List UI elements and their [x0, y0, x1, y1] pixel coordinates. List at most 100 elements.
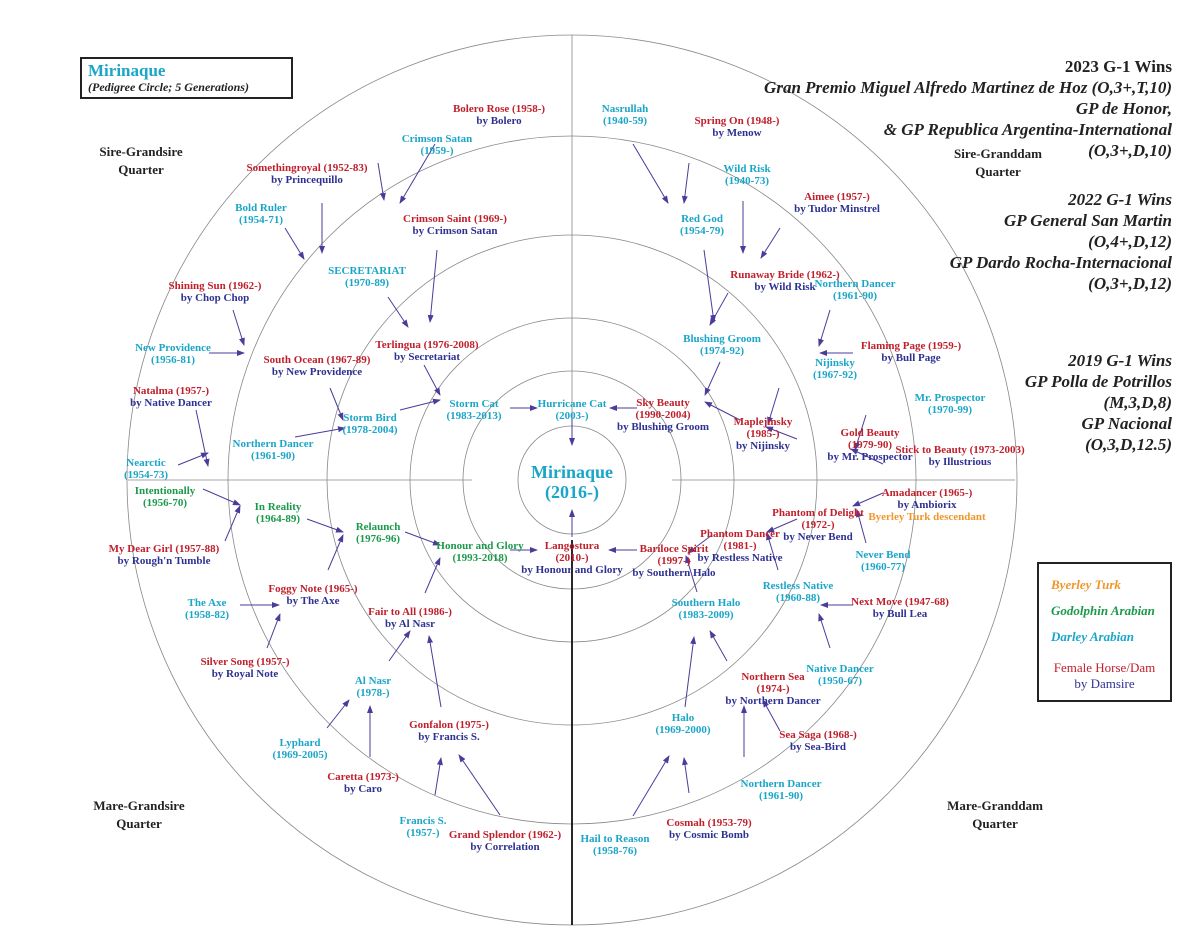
horse-name: Fair to All (1986-) — [368, 606, 452, 618]
horse-years: (1958-76) — [593, 845, 637, 857]
horse-name: Maplejinsky — [733, 416, 793, 428]
lineage-arrow — [388, 630, 411, 662]
lineage-arrow — [224, 505, 241, 542]
horse-name: Stick to Beauty (1973-2003) — [895, 444, 1025, 456]
horse-years: (1967-92) — [813, 369, 857, 381]
horse-name: Hurricane Cat — [537, 398, 607, 410]
horse-name: Native Dancer — [806, 663, 874, 675]
lineage-arrow — [709, 630, 728, 662]
pedigree-horse: Crimson Saint (1969-)by Crimson Satan — [403, 213, 507, 237]
horse-years: (1960-77) — [860, 561, 905, 573]
pedigree-horse: Storm Bird(1978-2004) — [343, 412, 398, 436]
horse-name: Lyphard — [279, 737, 321, 749]
horse-name: My Dear Girl (1957-88) — [108, 543, 220, 555]
quarter-label-mare-granddam: Mare-Granddam Quarter — [947, 797, 1043, 833]
horse-years: (1961-90) — [758, 790, 803, 802]
quarter-word: Quarter — [116, 816, 162, 831]
quarter-name: Sire-Granddam — [954, 146, 1042, 161]
quarter-word: Quarter — [975, 164, 1021, 179]
wins-race-conditions: (O,3,D,12.5) — [1085, 435, 1172, 454]
horse-damsire: by Bull Lea — [872, 608, 928, 620]
horse-years: (1969-2000) — [655, 724, 711, 736]
lineage-arrow — [202, 488, 241, 506]
quarter-word: Quarter — [118, 162, 164, 177]
pedigree-horse: Phantom of Delight(1972-)by Never Bend — [772, 507, 864, 543]
lineage-arrow — [709, 292, 729, 326]
horse-name: Next Move (1947-68) — [851, 596, 949, 608]
horse-years: (1974-92) — [700, 345, 744, 357]
horse-name: Sky Beauty — [636, 397, 690, 409]
horse-name: Gold Beauty — [840, 427, 900, 439]
lineage-arrow — [327, 534, 344, 571]
horse-name: South Ocean (1967-89) — [263, 354, 371, 366]
legend-godolphin-arabian: Godolphin Arabian — [1051, 603, 1155, 618]
lineage-arrow — [177, 452, 209, 466]
quarter-name: Mare-Grandsire — [93, 798, 185, 813]
pedigree-horse: Cosmah (1953-79)by Cosmic Bomb — [666, 817, 751, 841]
lineage-arrow — [329, 387, 344, 421]
horse-note: Byerley Turk descendant — [868, 511, 986, 523]
horse-name: Nijinsky — [815, 357, 855, 369]
horse-name: Mirinaque — [530, 462, 614, 482]
horse-name: Relaunch — [355, 521, 401, 533]
pedigree-horse: Nijinsky(1967-92) — [813, 357, 857, 381]
legend-byerley-turk: Byerley Turk — [1051, 577, 1121, 592]
pedigree-horse: Grand Splendor (1962-)by Correlation — [449, 829, 561, 853]
lineage-arrow — [762, 699, 781, 732]
horse-damsire: by Southern Halo — [632, 567, 716, 579]
wins-2022: 2022 G-1 Wins GP General San Martin (O,4… — [950, 189, 1172, 294]
wins-race: GP Polla de Potrillos — [1024, 372, 1172, 391]
pedigree-horse: South Ocean (1967-89)by New Providence — [264, 354, 371, 378]
legend: Byerley Turk Godolphin Arabian Darley Ar… — [1037, 562, 1172, 702]
horse-name: Foggy Note (1965-) — [268, 583, 358, 595]
pedigree-horse: Honour and Glory(1993-2018) — [436, 540, 523, 564]
horse-damsire: by Royal Note — [211, 668, 279, 680]
horse-years: (1981-) — [723, 540, 757, 552]
horse-years: (1964-89) — [256, 513, 300, 525]
horse-damsire: by Francis S. — [418, 731, 480, 743]
pedigree-horse: Intentionally(1956-70) — [135, 485, 196, 509]
horse-years: (1983-2013) — [446, 410, 502, 422]
pedigree-horse: My Dear Girl (1957-88)by Rough'n Tumble — [109, 543, 220, 567]
horse-name: Bariloce Spirit — [639, 543, 709, 555]
horse-name: SECRETARIAT — [328, 265, 406, 277]
pedigree-horse: Somethingroyal (1952-83)by Princequillo — [246, 162, 367, 186]
pedigree-horse: Bold Ruler(1954-71) — [235, 202, 287, 226]
lineage-arrow — [704, 401, 741, 421]
quarter-label-sire-granddam: Sire-Granddam Quarter — [954, 145, 1042, 181]
lineage-arrow — [423, 364, 441, 396]
pedigree-horse: Bariloce Spirit(1997-)by Southern Halo — [632, 543, 715, 579]
pedigree-horse: Relaunch(1976-96) — [356, 521, 401, 545]
horse-years: (2010-) — [555, 552, 589, 564]
pedigree-horse: SECRETARIAT(1970-89) — [328, 265, 406, 289]
pedigree-horse: Next Move (1947-68)by Bull Lea — [851, 596, 949, 620]
horse-years: (1956-70) — [142, 497, 187, 509]
wins-race: GP General San Martin — [1004, 211, 1172, 230]
lineage-arrow — [399, 398, 441, 411]
wins-race: Gran Premio Miguel Alfredo Martinez de H… — [764, 78, 1172, 97]
horse-name: Storm Cat — [449, 398, 499, 410]
horse-damsire: by Nijinsky — [735, 440, 791, 452]
lineage-arrow — [306, 518, 344, 533]
horse-name: Gonfalon (1975-) — [409, 719, 489, 731]
horse-name: Northern Dancer — [814, 278, 896, 290]
horse-name: Spring On (1948-) — [694, 115, 780, 127]
pedigree-horse: Hail to Reason(1958-76) — [580, 833, 649, 857]
horse-years: (2003-) — [555, 410, 589, 422]
horse-name: Hail to Reason — [580, 833, 650, 845]
pedigree-horse: Shining Sun (1962-)by Chop Chop — [169, 280, 262, 304]
pedigree-horse: Lyphard(1969-2005) — [273, 737, 328, 761]
lineage-arrow — [855, 509, 867, 544]
pedigree-horse: Spring On (1948-)by Menow — [695, 115, 780, 139]
pedigree-horse: Stick to Beauty (1973-2003)by Illustriou… — [895, 444, 1024, 468]
lineage-arrow — [404, 531, 441, 546]
lineage-arrow — [766, 518, 798, 533]
pedigree-horse: Native Dancer(1950-67) — [806, 663, 874, 687]
horse-damsire: by Wild Risk — [754, 281, 816, 293]
horse-damsire: by Ambiorix — [897, 499, 957, 511]
horse-name: In Reality — [254, 501, 302, 513]
horse-years: (1959-) — [420, 145, 454, 157]
horse-name: Nasrullah — [601, 103, 649, 115]
